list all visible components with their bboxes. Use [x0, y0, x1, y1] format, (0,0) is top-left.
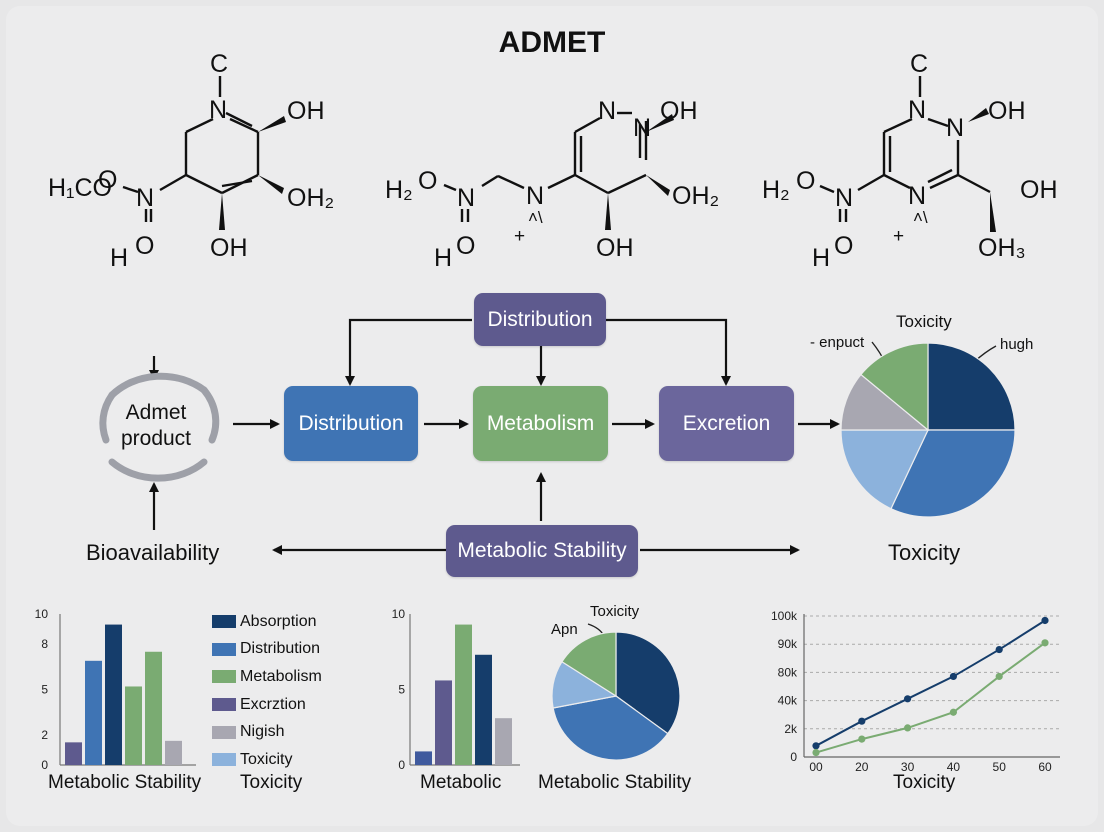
- bioavailability-label: Bioavailability: [86, 540, 220, 565]
- legend-label: Metabolism: [240, 667, 322, 685]
- pie-title: Toxicity: [896, 312, 952, 331]
- atom-label: N: [835, 184, 854, 212]
- molecule-3-bonds: [819, 76, 991, 222]
- atom-label: OH: [596, 234, 634, 262]
- distribution-box: Distribution: [284, 386, 418, 461]
- legend-swatch: [212, 642, 236, 656]
- legend-swatch: [212, 670, 236, 684]
- atom-label: O: [796, 167, 816, 195]
- atom-label: N: [946, 114, 965, 142]
- legend-label: Distribution: [240, 640, 321, 658]
- legend-swatch: [212, 615, 236, 629]
- legend-item: Excrztion: [212, 691, 322, 719]
- atom-label: OH: [287, 97, 325, 125]
- atom-label: OH: [660, 97, 698, 125]
- atom-label: N: [633, 114, 652, 142]
- legend-item: Absorption: [212, 608, 322, 636]
- cycle-icon: [99, 372, 220, 482]
- atom-label: +: [893, 226, 905, 247]
- flow-arrows: [149, 318, 840, 555]
- molecule-1-wedges: [219, 116, 286, 230]
- legend-swatch: [212, 725, 236, 739]
- distribution-top-box: Distribution: [474, 293, 606, 346]
- molecule-2-wedges: [605, 114, 674, 230]
- atom-label: N: [908, 96, 927, 124]
- page-title: ADMET: [498, 26, 606, 59]
- molecule-2-bonds: [443, 111, 648, 222]
- atom-label: C: [210, 50, 229, 78]
- atom-label: OH: [210, 234, 248, 262]
- bar-chart-1-xlabel: Metabolic Stability: [48, 772, 202, 793]
- legend-label: Absorption: [240, 612, 317, 630]
- metabolic-stability-box: Metabolic Stability: [446, 525, 638, 577]
- legend-item: Metabolism: [212, 663, 322, 691]
- atom-label: OH₂: [287, 184, 335, 212]
- atom-label: OH₃: [978, 234, 1026, 262]
- atom-label: O: [456, 232, 476, 260]
- legend-item: Distribution: [212, 636, 322, 664]
- atom-label: H₂: [762, 176, 790, 204]
- excretion-box: Excretion: [659, 386, 794, 461]
- legend-label: Nigish: [240, 723, 285, 741]
- atom-label: C: [910, 50, 929, 78]
- line-chart-xlabel: Toxicity: [893, 772, 956, 793]
- legend-item: Toxicity: [212, 746, 322, 774]
- atom-label: N: [908, 182, 927, 210]
- atom-label: H: [110, 244, 129, 272]
- small-pie-xlabel: Metabolic Stability: [538, 772, 692, 793]
- atom-label: ˄\: [528, 208, 543, 227]
- atom-label: H₁CO: [48, 174, 112, 202]
- pie-annotation: hugh: [1000, 336, 1034, 353]
- atom-label: O: [135, 232, 155, 260]
- small-pie-annotation: Apn: [551, 621, 578, 638]
- atom-label: N: [598, 97, 617, 125]
- atom-label: ˄\: [913, 208, 928, 227]
- atom-label: +: [514, 226, 526, 247]
- small-pie-annotation: Toxicity: [590, 603, 640, 620]
- atom-label: N: [457, 184, 476, 212]
- legend-swatch: [212, 698, 236, 712]
- molecule-3-wedges: [968, 108, 996, 232]
- molecule-1-bonds: [122, 76, 260, 222]
- legend-label: Toxicity: [240, 750, 293, 768]
- atom-label: H: [434, 244, 453, 272]
- toxicity-label: Toxicity: [888, 540, 961, 565]
- cycle-label: Admet product: [120, 401, 192, 450]
- legend-item: Nigish: [212, 718, 322, 746]
- pie-annotation: - enpuct: [810, 334, 865, 351]
- atom-label: O: [98, 166, 118, 194]
- bar-chart-2-xlabel: Metabolic: [420, 772, 502, 793]
- legend-label: Excrztion: [240, 695, 306, 713]
- metabolism-box: Metabolism: [473, 386, 608, 461]
- atom-label: O: [834, 232, 854, 260]
- atom-label: OH: [988, 97, 1026, 125]
- atom-label: H: [812, 244, 831, 272]
- atom-label: N: [209, 96, 228, 124]
- legend-caption: Toxicity: [240, 772, 303, 793]
- atom-label: OH: [1020, 176, 1058, 204]
- atom-label: H₂: [385, 176, 413, 204]
- atom-label: O: [418, 167, 438, 195]
- atom-label: OH₂: [672, 182, 720, 210]
- atom-label: N: [526, 182, 545, 210]
- atom-label: N: [136, 184, 155, 212]
- legend-swatch: [212, 753, 236, 767]
